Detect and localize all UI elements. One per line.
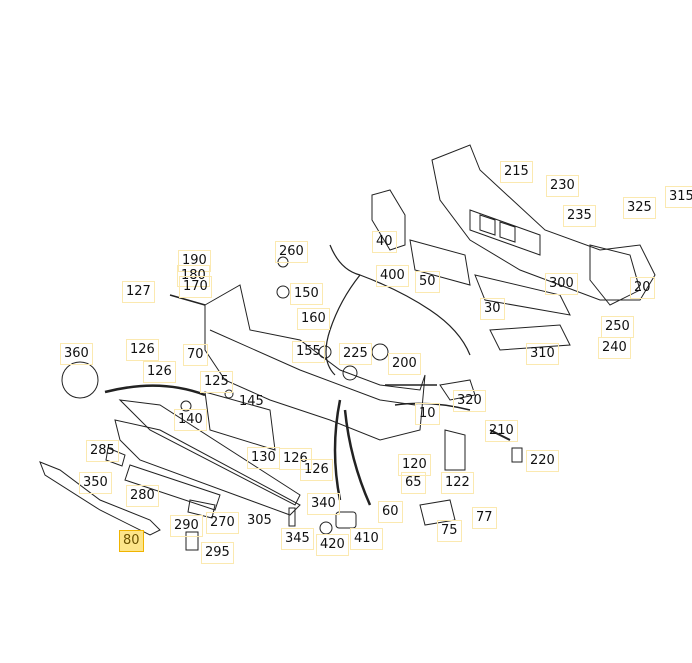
bracket-220 [511,447,523,463]
part-label-305[interactable]: 305 [247,513,272,528]
part-label-150[interactable]: 150 [290,283,323,305]
arrow [333,399,342,501]
part-label-290[interactable]: 290 [170,515,203,537]
part-label-310[interactable]: 310 [526,343,559,365]
arrow [104,384,206,397]
undertray-310 [489,324,571,351]
part-label-400[interactable]: 400 [376,265,409,287]
part-label-200[interactable]: 200 [388,353,421,375]
bush-145 [224,389,234,399]
part-320 [439,379,476,401]
part-label-160[interactable]: 160 [297,308,330,330]
clip-345 [288,507,296,527]
hook-210 [489,429,511,441]
absorber-30 [474,274,571,316]
part-label-50[interactable]: 50 [415,271,440,293]
part-label-155[interactable]: 155 [292,341,325,363]
part-label-250[interactable]: 250 [601,316,634,338]
part-label-300[interactable]: 300 [545,273,578,295]
part-label-127[interactable]: 127 [122,281,155,303]
part-label-240[interactable]: 240 [598,337,631,359]
license-plate-base-130 [204,391,276,451]
grille-270 [187,499,216,519]
part-label-215[interactable]: 215 [500,161,533,183]
tool-kit-360 [61,361,99,399]
ring-420 [319,521,333,535]
part-label-225[interactable]: 225 [339,343,372,365]
part-label-126[interactable]: 126 [300,459,333,481]
grille-285 [105,447,126,467]
part-label-70[interactable]: 70 [183,344,208,366]
part-label-30[interactable]: 30 [480,298,505,320]
part-label-130[interactable]: 130 [247,447,280,469]
absorber-50 [409,239,471,286]
clip-295 [185,531,199,551]
part-label-20[interactable]: 20 [630,277,655,299]
trim-strip-80 [39,461,161,536]
part-label-220[interactable]: 220 [526,450,559,472]
part-label-122[interactable]: 122 [441,472,474,494]
bolt-155 [318,345,332,359]
bracket-20 [589,244,641,306]
part-label-340[interactable]: 340 [307,493,340,515]
part-label-140[interactable]: 140 [174,409,207,431]
part-label-40[interactable]: 40 [372,231,397,253]
part-label-120[interactable]: 120 [398,454,431,476]
part-label-230[interactable]: 230 [546,175,579,197]
part-label-190[interactable]: 190 [178,250,211,272]
part-label-10[interactable]: 10 [415,403,440,425]
part-label-75[interactable]: 75 [437,520,462,542]
spoiler-140 [118,399,301,506]
part-label-235[interactable]: 235 [563,205,596,227]
reinforcement-ribs [469,209,541,256]
part-label-126[interactable]: 126 [143,361,176,383]
part-label-325[interactable]: 325 [623,197,656,219]
arrow [169,294,206,306]
part-label-60[interactable]: 60 [378,501,403,523]
bumper-cover [204,284,426,441]
part-label-270[interactable]: 270 [206,512,239,534]
part-122 [444,429,466,471]
part-label-80-selected[interactable]: 80 [119,530,144,552]
part-label-315[interactable]: 315 [665,186,692,208]
part-label-360[interactable]: 360 [60,343,93,365]
bracket-40 [371,189,406,251]
part-label-410[interactable]: 410 [350,528,383,550]
part-label-125[interactable]: 125 [200,371,233,393]
part-label-420[interactable]: 420 [316,534,349,556]
part-label-295[interactable]: 295 [201,542,234,564]
part-label-145[interactable]: 145 [239,394,264,409]
part-label-65[interactable]: 65 [401,472,426,494]
part-label-345[interactable]: 345 [281,528,314,550]
holder-225 [342,365,358,381]
part-label-126[interactable]: 126 [126,339,159,361]
grille-280 [124,464,221,511]
bumper-crease [209,329,416,406]
bolt-150 [276,285,290,299]
part-label-280[interactable]: 280 [126,485,159,507]
panel-305 [114,419,301,516]
part-label-320[interactable]: 320 [453,390,486,412]
arrow [343,409,372,506]
sensor-200 [371,343,389,361]
part-label-170[interactable]: 170 [179,276,212,298]
part-label-260[interactable]: 260 [275,241,308,263]
wiring-harness-400 [325,244,471,376]
reinforcement-beam [431,144,656,301]
part-label-77[interactable]: 77 [472,507,497,529]
part-label-210[interactable]: 210 [485,420,518,442]
part-label-285[interactable]: 285 [86,440,119,462]
clip-140 [180,400,192,412]
sensor-410 [335,511,357,529]
part-label-350[interactable]: 350 [79,472,112,494]
